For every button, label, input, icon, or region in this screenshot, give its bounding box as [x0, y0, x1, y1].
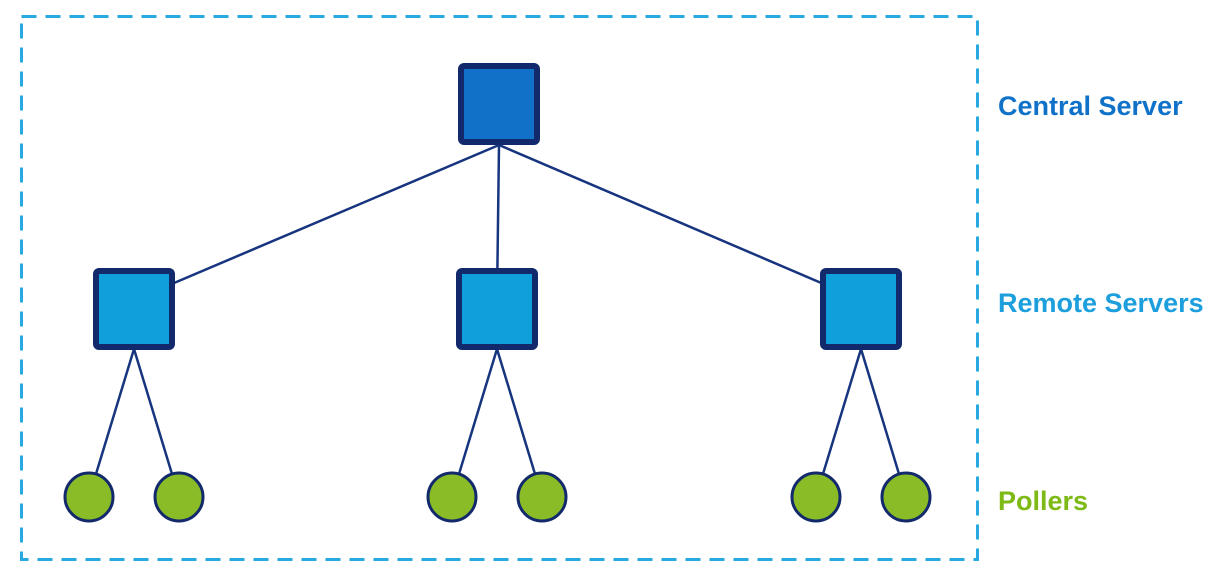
- remote-server-node-1: [93, 268, 175, 350]
- poller-node-6: [880, 471, 932, 523]
- poller-node-4: [516, 471, 568, 523]
- connector-remote3-poller6: [859, 348, 908, 498]
- central-server-node: [458, 63, 540, 145]
- dashed-boundary: [20, 15, 979, 561]
- connector-central-remote-1: [133, 143, 500, 302]
- connector-remote3-poller5: [814, 348, 863, 498]
- connector-remote2-poller3: [450, 348, 499, 498]
- connector-lines: [87, 143, 908, 498]
- central-server-label: Central Server: [998, 91, 1183, 121]
- poller-node-1: [63, 471, 115, 523]
- pollers-label: Pollers: [998, 486, 1088, 516]
- remote-server-node-2: [456, 268, 538, 350]
- poller-node-2: [153, 471, 205, 523]
- remote-server-node-3: [820, 268, 902, 350]
- remote-servers-label: Remote Servers: [998, 288, 1204, 318]
- connector-remote1-poller1: [87, 348, 136, 498]
- connector-central-remote-3: [498, 143, 862, 302]
- poller-node-3: [426, 471, 478, 523]
- connector-remote2-poller4: [495, 348, 544, 498]
- poller-node-5: [790, 471, 842, 523]
- connector-remote1-poller2: [132, 348, 181, 498]
